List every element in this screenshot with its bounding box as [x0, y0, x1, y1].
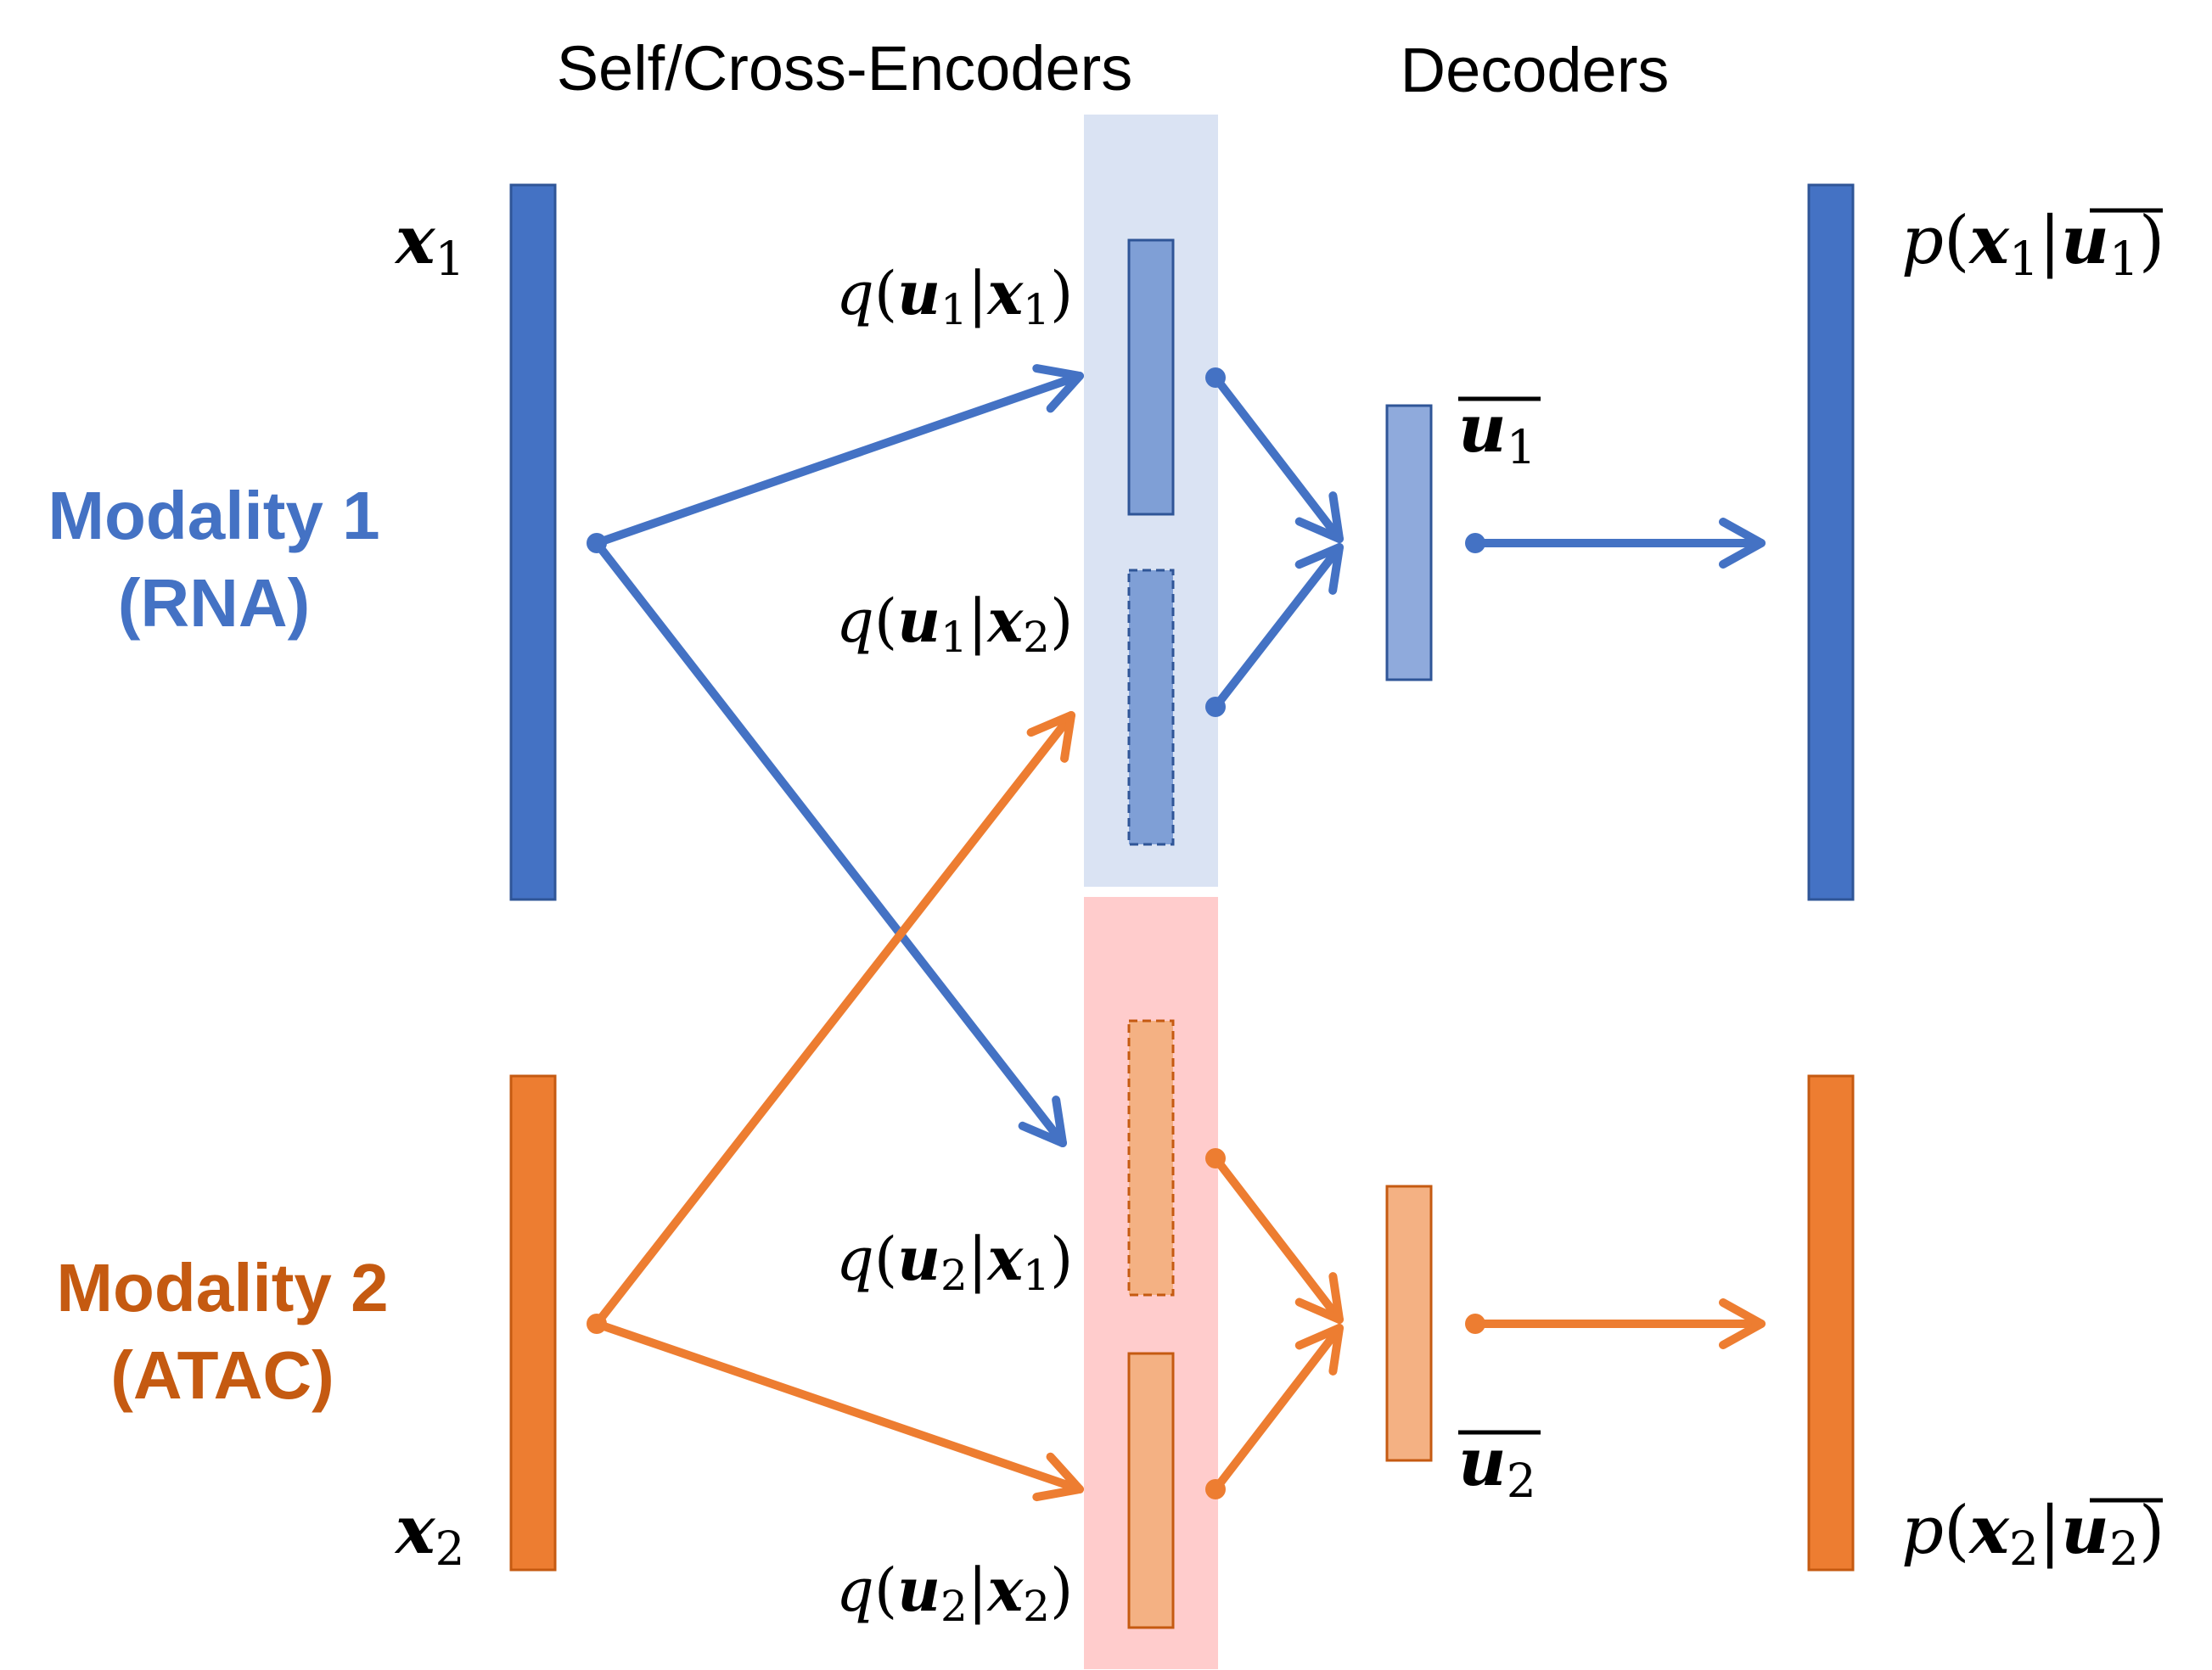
- arrow-x1-to-u2: [592, 539, 1067, 1147]
- arrow-x1-to-u1: [592, 364, 1084, 547]
- arrow-u1x1-to-mean: [1211, 373, 1344, 543]
- input-bar-x2: [509, 1074, 557, 1572]
- input-label-x1: x1: [394, 202, 465, 286]
- output-bar-x2: [1807, 1074, 1855, 1572]
- mean-latent-label-u1: u1: [1458, 390, 1536, 474]
- arrow-x2-to-u1: [592, 711, 1075, 1328]
- latent-u1-given-x1-bar: [1127, 238, 1175, 516]
- decoders-header: Decoders: [1401, 35, 1670, 105]
- encoders-header: Self/Cross-Encoders: [557, 33, 1133, 104]
- modality2-type: (ATAC): [110, 1337, 334, 1413]
- latent-u2-given-x2-bar: [1127, 1352, 1175, 1629]
- latent-u2-given-x1-bar: [1127, 1019, 1175, 1297]
- input-bar-x1: [509, 183, 557, 901]
- x2-source-dot: [587, 1314, 607, 1334]
- latent-u1-given-x2-bar: [1127, 569, 1175, 846]
- mean-latent-label-u2: u2: [1458, 1424, 1536, 1508]
- modality2-name: Modality 2: [56, 1250, 388, 1325]
- mean-latent-u2-bar: [1385, 1185, 1433, 1462]
- modality1-name: Modality 1: [48, 478, 379, 553]
- u2x2-dot: [1205, 1479, 1226, 1499]
- arrow-u1x2-to-mean: [1211, 543, 1344, 711]
- posterior-label-u2-x1: q(u2|x1): [836, 1224, 1073, 1300]
- u1x1-dot: [1205, 367, 1226, 388]
- arrow-u2x2-to-mean: [1211, 1324, 1344, 1493]
- u2x1-dot: [1205, 1148, 1226, 1168]
- decoder-u1-dot: [1465, 533, 1485, 553]
- posterior-label-u2-x2: q(u2|x2): [836, 1555, 1073, 1631]
- arrow-x2-to-u2: [592, 1320, 1084, 1502]
- input-label-x2: x2: [394, 1492, 465, 1576]
- arrow-u2x1-to-mean: [1211, 1154, 1344, 1324]
- x1-source-dot: [587, 533, 607, 553]
- likelihood-label-x1: p(x1|u1): [1901, 202, 2164, 286]
- decoder-u2-dot: [1465, 1314, 1485, 1334]
- output-bar-x1: [1807, 183, 1855, 901]
- u1x2-dot: [1205, 697, 1226, 717]
- modality1-type: (RNA): [118, 565, 311, 641]
- mean-latent-u1-bar: [1385, 404, 1433, 681]
- posterior-label-u1-x1: q(u1|x1): [836, 258, 1073, 334]
- likelihood-label-x2: p(x2|u2): [1901, 1492, 2164, 1576]
- posterior-label-u1-x2: q(u1|x2): [836, 586, 1073, 662]
